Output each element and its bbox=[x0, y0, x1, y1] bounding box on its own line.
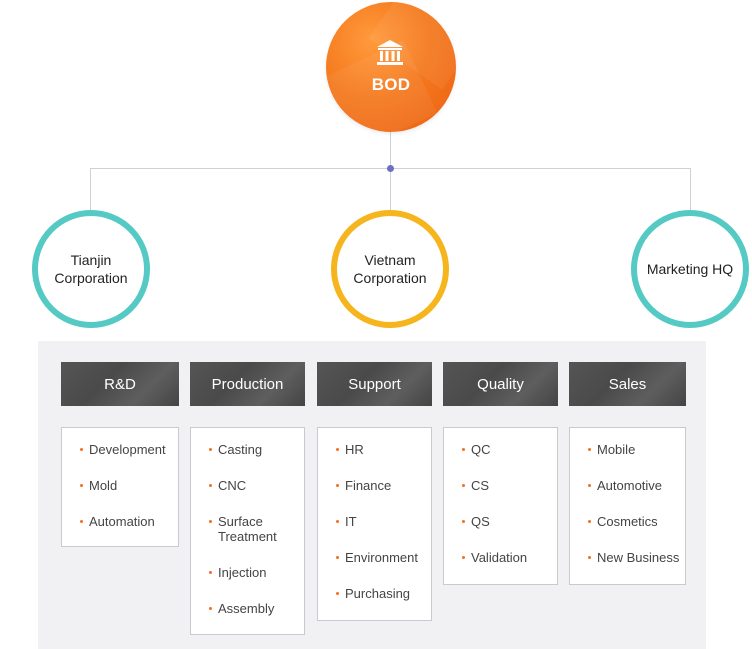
list-item: Injection bbox=[209, 565, 304, 580]
dept-header-production: Production bbox=[190, 362, 305, 406]
corp-label-line1: Vietnam bbox=[364, 252, 416, 268]
list-item: QC bbox=[462, 442, 557, 457]
list-item: IT bbox=[336, 514, 431, 529]
list-item: CS bbox=[462, 478, 557, 493]
corp-label-line2: Corporation bbox=[353, 270, 427, 286]
corp-label-line2: Corporation bbox=[54, 270, 128, 286]
corp-label-line1: Marketing HQ bbox=[646, 261, 734, 277]
dept-header-quality: Quality bbox=[443, 362, 558, 406]
tianjin-corporation-node: Tianjin Corporation bbox=[32, 210, 150, 328]
list-item: Finance bbox=[336, 478, 431, 493]
dept-list-production: Casting CNC Surface Treatment Injection … bbox=[190, 427, 305, 635]
dept-header-sales: Sales bbox=[569, 362, 686, 406]
bod-connector bbox=[390, 132, 391, 168]
list-item: Purchasing bbox=[336, 586, 431, 601]
list-item: Environment bbox=[336, 550, 431, 565]
hub-dot bbox=[387, 165, 394, 172]
list-item: Mobile bbox=[588, 442, 685, 457]
dept-list-rnd: Development Mold Automation bbox=[61, 427, 179, 547]
vietnam-corporation-node: Vietnam Corporation bbox=[331, 210, 449, 328]
list-item: Surface Treatment bbox=[209, 514, 304, 544]
list-item: CNC bbox=[209, 478, 304, 493]
dept-list-sales: Mobile Automotive Cosmetics New Business bbox=[569, 427, 686, 585]
list-item: New Business bbox=[588, 550, 685, 565]
branch-left-drop bbox=[90, 168, 91, 210]
branch-right-drop bbox=[690, 168, 691, 210]
corp-label-line1: Tianjin bbox=[70, 252, 112, 268]
list-item: Automotive bbox=[588, 478, 685, 493]
institution-icon bbox=[377, 40, 403, 65]
bod-node: BOD bbox=[326, 2, 456, 132]
list-item: Cosmetics bbox=[588, 514, 685, 529]
list-item: Casting bbox=[209, 442, 304, 457]
branch-center-drop bbox=[390, 168, 391, 210]
marketing-hq-node: Marketing HQ bbox=[631, 210, 749, 328]
list-item: HR bbox=[336, 442, 431, 457]
dept-list-quality: QC CS QS Validation bbox=[443, 427, 558, 585]
list-item: Development bbox=[80, 442, 178, 457]
dept-header-rnd: R&D bbox=[61, 362, 179, 406]
dept-header-support: Support bbox=[317, 362, 432, 406]
list-item: Assembly bbox=[209, 601, 304, 616]
list-item: Validation bbox=[462, 550, 557, 565]
list-item: QS bbox=[462, 514, 557, 529]
list-item: Mold bbox=[80, 478, 178, 493]
dept-list-support: HR Finance IT Environment Purchasing bbox=[317, 427, 432, 621]
bod-label: BOD bbox=[371, 75, 411, 94]
list-item: Automation bbox=[80, 514, 178, 529]
